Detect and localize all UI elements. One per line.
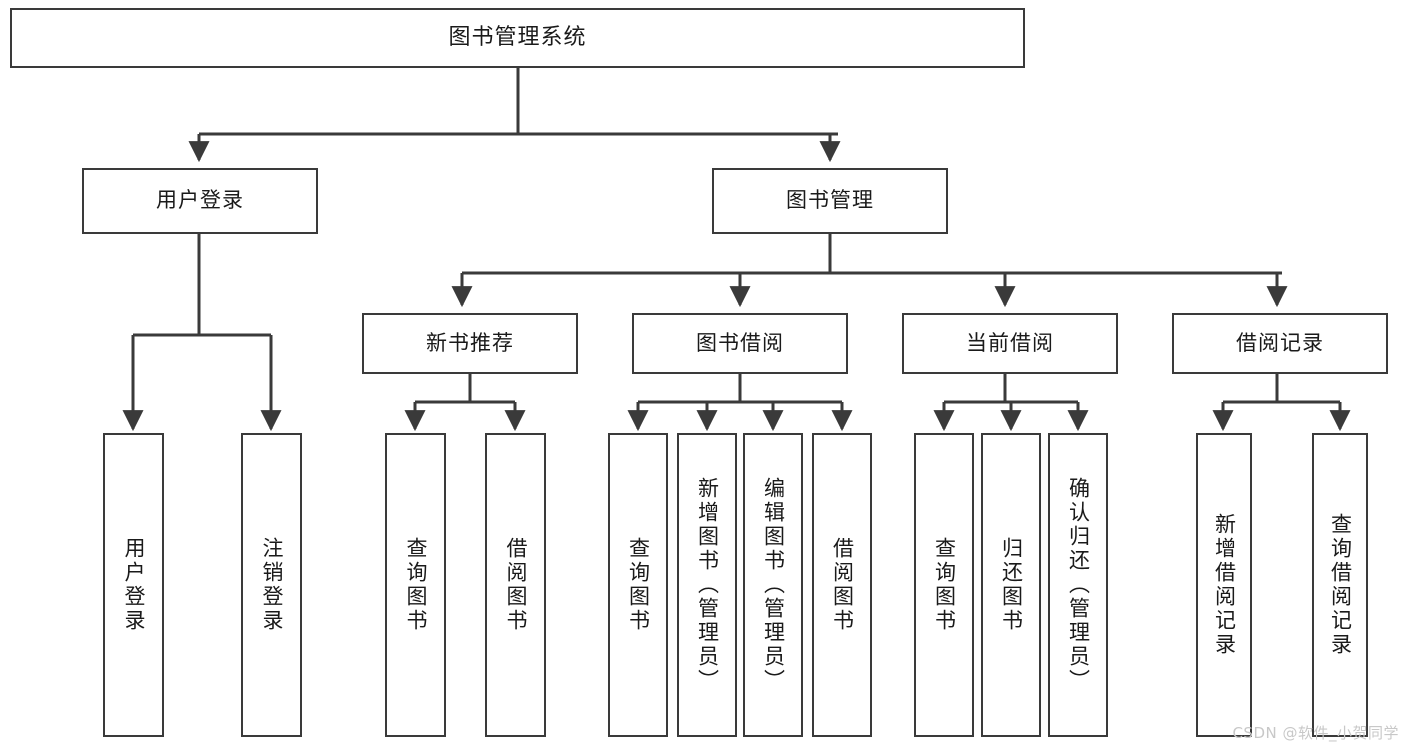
node-current-borrow[interactable]: 当前借阅 <box>902 313 1118 374</box>
node-leaf-add-book-label: 新增图书（管理员） <box>695 477 720 693</box>
node-leaf-borrow-book-2[interactable]: 借阅图书 <box>812 433 872 737</box>
node-leaf-logout-login[interactable]: 注销登录 <box>241 433 302 737</box>
node-leaf-borrow-book-1[interactable]: 借阅图书 <box>485 433 546 737</box>
node-leaf-borrow-book-1-label: 借阅图书 <box>504 537 528 633</box>
node-leaf-query-record[interactable]: 查询借阅记录 <box>1312 433 1368 737</box>
node-book-borrow-label: 图书借阅 <box>696 330 784 355</box>
node-leaf-confirm-return-label: 确认归还（管理员） <box>1066 477 1091 693</box>
node-book-management-label: 图书管理 <box>786 188 874 213</box>
node-user-login-label: 用户登录 <box>156 188 244 213</box>
node-new-book-recommend[interactable]: 新书推荐 <box>362 313 578 374</box>
node-leaf-confirm-return[interactable]: 确认归还（管理员） <box>1048 433 1108 737</box>
node-root-system[interactable]: 图书管理系统 <box>10 8 1025 68</box>
node-borrow-record-label: 借阅记录 <box>1236 330 1324 355</box>
node-leaf-logout-login-label: 注销登录 <box>260 537 284 633</box>
node-user-login[interactable]: 用户登录 <box>82 168 318 234</box>
node-leaf-add-record[interactable]: 新增借阅记录 <box>1196 433 1252 737</box>
node-leaf-add-book[interactable]: 新增图书（管理员） <box>677 433 737 737</box>
node-book-management[interactable]: 图书管理 <box>712 168 948 234</box>
node-leaf-return-book[interactable]: 归还图书 <box>981 433 1041 737</box>
node-leaf-edit-book-label: 编辑图书（管理员） <box>761 477 786 693</box>
node-new-book-recommend-label: 新书推荐 <box>426 330 514 355</box>
node-leaf-edit-book[interactable]: 编辑图书（管理员） <box>743 433 803 737</box>
node-leaf-query-book-1-label: 查询图书 <box>404 537 428 633</box>
node-leaf-borrow-book-2-label: 借阅图书 <box>830 537 855 633</box>
node-borrow-record[interactable]: 借阅记录 <box>1172 313 1388 374</box>
node-leaf-return-book-label: 归还图书 <box>999 537 1024 633</box>
node-current-borrow-label: 当前借阅 <box>966 330 1054 355</box>
node-leaf-user-login-label: 用户登录 <box>122 537 146 633</box>
node-leaf-query-book-3-label: 查询图书 <box>932 537 957 633</box>
node-leaf-query-book-1[interactable]: 查询图书 <box>385 433 446 737</box>
node-leaf-query-book-2[interactable]: 查询图书 <box>608 433 668 737</box>
node-book-borrow[interactable]: 图书借阅 <box>632 313 848 374</box>
node-leaf-query-record-label: 查询借阅记录 <box>1328 513 1353 657</box>
node-leaf-add-record-label: 新增借阅记录 <box>1212 513 1237 657</box>
node-leaf-query-book-3[interactable]: 查询图书 <box>914 433 974 737</box>
node-leaf-query-book-2-label: 查询图书 <box>626 537 651 633</box>
node-leaf-user-login[interactable]: 用户登录 <box>103 433 164 737</box>
node-root-system-label: 图书管理系统 <box>448 25 587 51</box>
